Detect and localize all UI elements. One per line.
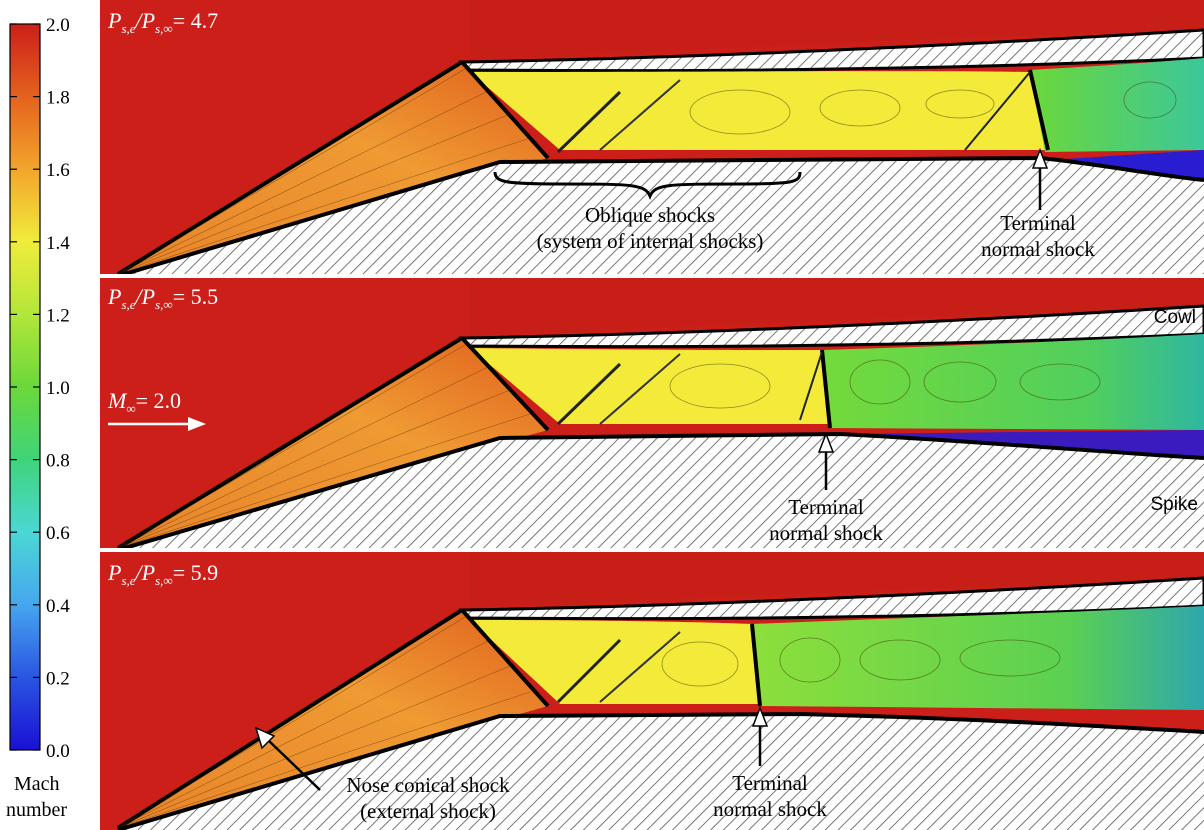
oblique-shocks-sublabel: (system of internal shocks) bbox=[537, 229, 764, 253]
colorbar-tick-label: 0.0 bbox=[46, 741, 70, 762]
colorbar-title-line2: number bbox=[6, 799, 67, 821]
terminal-shock-label-1: Terminal bbox=[1000, 211, 1076, 235]
freestream-arrow bbox=[108, 417, 206, 431]
spike-wall bbox=[118, 158, 1204, 276]
panel-3: Ps,e/Ps,∞= 5.9 Nose conical shock (exter… bbox=[100, 552, 1204, 830]
oblique-shocks-label: Oblique shocks bbox=[585, 203, 715, 227]
spike-wall-3 bbox=[118, 714, 1204, 830]
cowl-wall-3 bbox=[458, 576, 1204, 621]
spike-label: Spike bbox=[1150, 494, 1198, 515]
spike-wall-2 bbox=[118, 434, 1204, 550]
cowl-label: Cowl bbox=[1154, 307, 1196, 328]
cowl-wall bbox=[458, 28, 1204, 73]
colorbar-tick-label: 0.6 bbox=[46, 523, 70, 544]
colorbar-tick-label: 0.2 bbox=[46, 668, 70, 689]
panel-1-pressure-ratio: Ps,e/Ps,∞= 4.7 bbox=[107, 8, 218, 36]
colorbar: 2.0 1.8 1.6 1.4 1.2 1.0 0.8 0.6 0.4 0.2 0.0 Mach n… bbox=[6, 15, 70, 821]
colorbar-tick-label: 0.4 bbox=[46, 596, 70, 617]
panel-1: Ps,e/Ps,∞= 4.7 Oblique shocks (system of… bbox=[100, 0, 1204, 278]
nose-shock-sublabel: (external shock) bbox=[360, 799, 496, 823]
colorbar-tick-label: 1.4 bbox=[46, 233, 70, 254]
cowl-wall-2 bbox=[458, 304, 1204, 349]
panel-2: Ps,e/Ps,∞= 5.5 M∞= 2.0 Cowl Spike Termin… bbox=[100, 278, 1204, 552]
colorbar-tick-label: 1.2 bbox=[46, 305, 70, 326]
terminal-shock-sublabel-1: normal shock bbox=[981, 237, 1095, 261]
colorbar-tick-label: 1.0 bbox=[46, 378, 70, 399]
panel-2-pressure-ratio: Ps,e/Ps,∞= 5.5 bbox=[107, 284, 218, 312]
nose-shock-label: Nose conical shock bbox=[346, 773, 510, 797]
colorbar-title-line1: Mach bbox=[14, 773, 60, 795]
panel-3-pressure-ratio: Ps,e/Ps,∞= 5.9 bbox=[107, 560, 218, 588]
terminal-shock-label-3: Terminal bbox=[732, 771, 808, 795]
terminal-shock-label-2: Terminal bbox=[788, 495, 864, 519]
colorbar-tick-label: 2.0 bbox=[46, 15, 70, 36]
oblique-shocks-brace bbox=[493, 171, 802, 200]
freestream-mach-label: M∞= 2.0 bbox=[107, 388, 181, 416]
colorbar-ticks: 2.0 1.8 1.6 1.4 1.2 1.0 0.8 0.6 0.4 0.2 0.0 bbox=[10, 15, 70, 762]
colorbar-tick-label: 0.8 bbox=[46, 451, 70, 472]
terminal-shock-sublabel-3: normal shock bbox=[713, 797, 827, 821]
colorbar-tick-label: 1.8 bbox=[46, 88, 70, 109]
terminal-shock-sublabel-2: normal shock bbox=[769, 521, 883, 545]
colorbar-tick-label: 1.6 bbox=[46, 160, 70, 181]
